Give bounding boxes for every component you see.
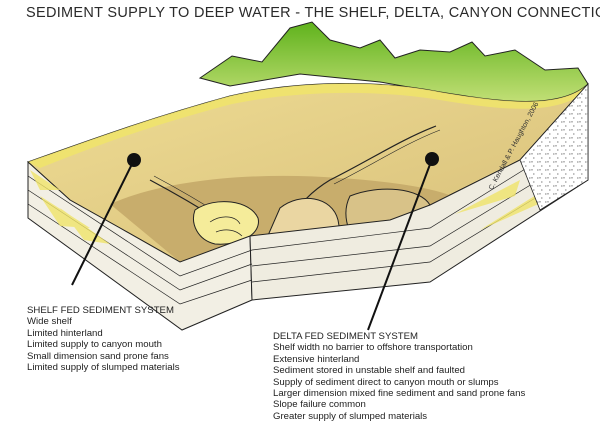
shelf-fed-item: Limited hinterland bbox=[27, 327, 103, 339]
shelf-fed-description: SHELF FED SEDIMENT SYSTEM Wide shelf Lim… bbox=[27, 305, 180, 373]
coastal-fringe bbox=[28, 83, 588, 168]
delta-fed-description: DELTA FED SEDIMENT SYSTEM Shelf width no… bbox=[273, 331, 525, 422]
delta-fed-item: Greater supply of slumped materials bbox=[273, 410, 428, 422]
delta-leader-line bbox=[367, 158, 433, 331]
basement-rock bbox=[519, 82, 589, 211]
diagram-title: SEDIMENT SUPPLY TO DEEP WATER - THE SHEL… bbox=[26, 5, 600, 21]
shelf-leader-line bbox=[71, 159, 135, 286]
shelf-fed-heading: SHELF FED SEDIMENT SYSTEM bbox=[27, 305, 174, 316]
shelf-fed-item: Small dimension sand prone fans bbox=[27, 350, 169, 362]
delta-fed-item: Sediment stored in unstable shelf and fa… bbox=[273, 365, 466, 377]
shelf-fed-item: Limited supply of slumped materials bbox=[27, 362, 180, 374]
delta-fed-item: Larger dimension mixed fine sediment and… bbox=[273, 388, 526, 400]
shelf-fed-item: Wide shelf bbox=[27, 316, 72, 328]
delta-fed-item: Extensive hinterland bbox=[273, 353, 360, 365]
delta-fed-heading: DELTA FED SEDIMENT SYSTEM bbox=[273, 331, 418, 342]
delta-fed-item: Supply of sediment direct to canyon mout… bbox=[273, 376, 499, 388]
delta-fed-item: Shelf width no barrier to offshore trans… bbox=[273, 342, 473, 354]
delta-fed-item: Slope failure common bbox=[273, 399, 366, 411]
shelf-fed-item: Limited supply to canyon mouth bbox=[27, 339, 162, 351]
